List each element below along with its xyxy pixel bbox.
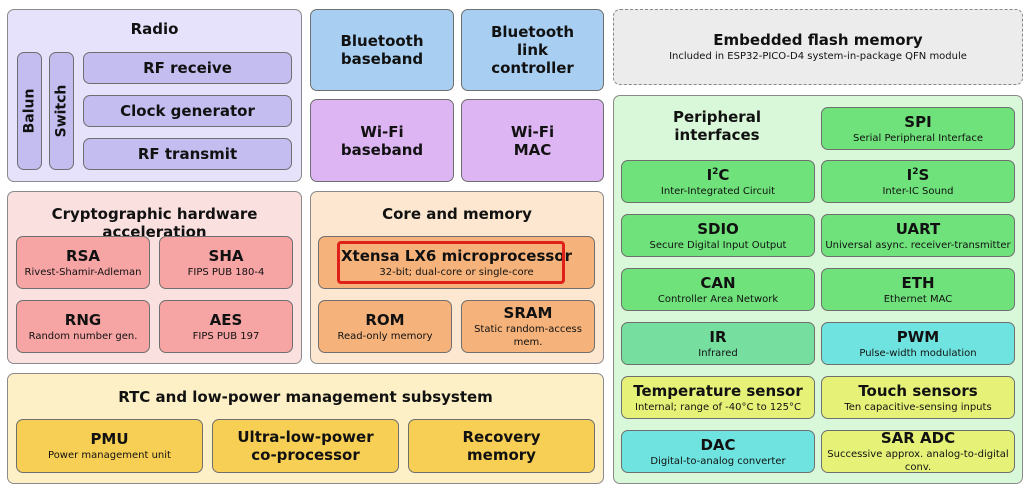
bluetooth-baseband-label: Bluetooth baseband xyxy=(340,32,424,68)
temperature-sensor-title: Temperature sensor xyxy=(633,381,803,400)
eth-title: ETH xyxy=(901,273,935,292)
pmu-sub: Power management unit xyxy=(48,450,171,461)
rf-receive-block: RF receive xyxy=(83,52,292,84)
wifi-baseband-label: Wi-Fi baseband xyxy=(340,122,424,159)
sdio-sub: Secure Digital Input Output xyxy=(649,239,787,251)
can-sub: Controller Area Network xyxy=(657,293,779,305)
bluetooth-link-controller-block: Bluetooth link controller xyxy=(461,9,604,91)
ir-block: IR Infrared xyxy=(621,322,815,365)
clock-generator-label: Clock generator xyxy=(120,102,255,120)
uart-title: UART xyxy=(895,219,941,238)
rf-transmit-block: RF transmit xyxy=(83,138,292,170)
sar-adc-title: SAR ADC xyxy=(880,429,956,447)
touch-sensors-block: Touch sensors Ten capacitive-sensing inp… xyxy=(821,376,1015,419)
i2s-sub: Inter-IC Sound xyxy=(882,185,954,197)
rng-block: RNG Random number gen. xyxy=(16,300,150,353)
sram-sub: Static random-access mem. xyxy=(474,324,582,348)
touch-sensors-title: Touch sensors xyxy=(858,381,978,400)
balun-block: Balun xyxy=(17,52,42,170)
pwm-title: PWM xyxy=(896,327,940,346)
spi-block: SPI Serial Peripheral Interface xyxy=(821,107,1015,150)
rom-block: ROM Read-only memory xyxy=(318,300,452,353)
pwm-sub: Pulse-width modulation xyxy=(859,347,977,359)
sdio-block: SDIO Secure Digital Input Output xyxy=(621,214,815,257)
peripherals-title: Peripheral interfaces xyxy=(673,108,761,144)
sar-adc-block: SAR ADC Successive approx. analog-to-dig… xyxy=(821,429,1015,473)
sdio-title: SDIO xyxy=(697,219,739,238)
xtensa-block: Xtensa LX6 microprocessor 32-bit; dual-c… xyxy=(318,236,595,289)
spi-sub: Serial Peripheral Interface xyxy=(853,132,983,144)
uart-sub: Universal async. receiver-transmitter xyxy=(825,239,1011,251)
rsa-sub: Rivest-Shamir-Adleman xyxy=(24,266,142,278)
ir-title: IR xyxy=(709,327,727,346)
sram-block: SRAM Static random-access mem. xyxy=(461,300,595,353)
switch-block: Switch xyxy=(49,52,74,170)
dac-sub: Digital-to-analog converter xyxy=(650,455,786,467)
temperature-sensor-sub: Internal; range of -40°C to 125°C xyxy=(635,401,801,413)
wifi-mac-label: Wi-Fi MAC xyxy=(510,122,555,159)
sram-title: SRAM xyxy=(503,304,553,322)
clock-generator-block: Clock generator xyxy=(83,95,292,127)
aes-block: AES FIPS PUB 197 xyxy=(159,300,293,353)
i2s-title: I2S xyxy=(906,165,930,184)
eth-block: ETH Ethernet MAC xyxy=(821,268,1015,311)
rsa-block: RSA Rivest-Shamir-Adleman xyxy=(16,236,150,289)
i2c-block: I2C Inter-Integrated Circuit xyxy=(621,160,815,203)
dac-block: DAC Digital-to-analog converter xyxy=(621,430,815,473)
touch-sensors-sub: Ten capacitive-sensing inputs xyxy=(844,401,992,413)
embedded-flash-block: Embedded flash memory Included in ESP32-… xyxy=(613,9,1023,85)
rf-receive-label: RF receive xyxy=(143,59,232,77)
temperature-sensor-block: Temperature sensor Internal; range of -4… xyxy=(621,376,815,419)
ulp-title: Ultra-low-power co-processor xyxy=(237,428,374,464)
balun-label: Balun xyxy=(21,88,38,134)
pwm-block: PWM Pulse-width modulation xyxy=(821,322,1015,365)
i2s-block: I2S Inter-IC Sound xyxy=(821,160,1015,203)
sha-title: SHA xyxy=(208,246,244,265)
uart-block: UART Universal async. receiver-transmitt… xyxy=(821,214,1015,257)
flash-title: Embedded flash memory xyxy=(713,31,923,49)
rtc-title: RTC and low-power management subsystem xyxy=(118,388,493,406)
recovery-block: Recovery memory xyxy=(408,419,595,473)
bluetooth-baseband-block: Bluetooth baseband xyxy=(310,9,454,91)
rng-title: RNG xyxy=(64,310,102,329)
xtensa-title: Xtensa LX6 microprocessor xyxy=(340,246,573,265)
spi-title: SPI xyxy=(904,112,932,131)
rom-sub: Read-only memory xyxy=(337,330,433,342)
rf-transmit-label: RF transmit xyxy=(137,145,238,163)
dac-title: DAC xyxy=(700,435,736,454)
recovery-title: Recovery memory xyxy=(462,428,541,464)
aes-sub: FIPS PUB 197 xyxy=(192,330,260,342)
xtensa-highlight xyxy=(337,241,565,284)
sar-adc-sub: Successive approx. analog-to-digital con… xyxy=(827,449,1009,473)
i2c-sub: Inter-Integrated Circuit xyxy=(660,185,776,197)
rom-title: ROM xyxy=(365,310,405,329)
pmu-block: PMU Power management unit xyxy=(16,419,203,473)
sha-sub: FIPS PUB 180-4 xyxy=(187,266,265,278)
aes-title: AES xyxy=(209,310,243,329)
core-title: Core and memory xyxy=(382,205,532,223)
i2c-title: I2C xyxy=(706,165,730,184)
radio-title: Radio xyxy=(130,20,179,38)
sha-block: SHA FIPS PUB 180-4 xyxy=(159,236,293,289)
switch-label: Switch xyxy=(53,84,70,138)
ulp-block: Ultra-low-power co-processor xyxy=(212,419,399,473)
bluetooth-link-controller-label: Bluetooth link controller xyxy=(490,23,575,77)
can-block: CAN Controller Area Network xyxy=(621,268,815,311)
eth-sub: Ethernet MAC xyxy=(883,293,953,305)
rsa-title: RSA xyxy=(66,246,100,265)
pmu-title: PMU xyxy=(90,430,129,448)
wifi-baseband-block: Wi-Fi baseband xyxy=(310,99,454,182)
rng-sub: Random number gen. xyxy=(28,330,138,342)
can-title: CAN xyxy=(700,273,736,292)
ir-sub: Infrared xyxy=(698,347,738,359)
flash-subtitle: Included in ESP32-PICO-D4 system-in-pack… xyxy=(669,51,967,62)
xtensa-sub: 32-bit; dual-core or single-core xyxy=(379,266,534,278)
wifi-mac-block: Wi-Fi MAC xyxy=(461,99,604,182)
